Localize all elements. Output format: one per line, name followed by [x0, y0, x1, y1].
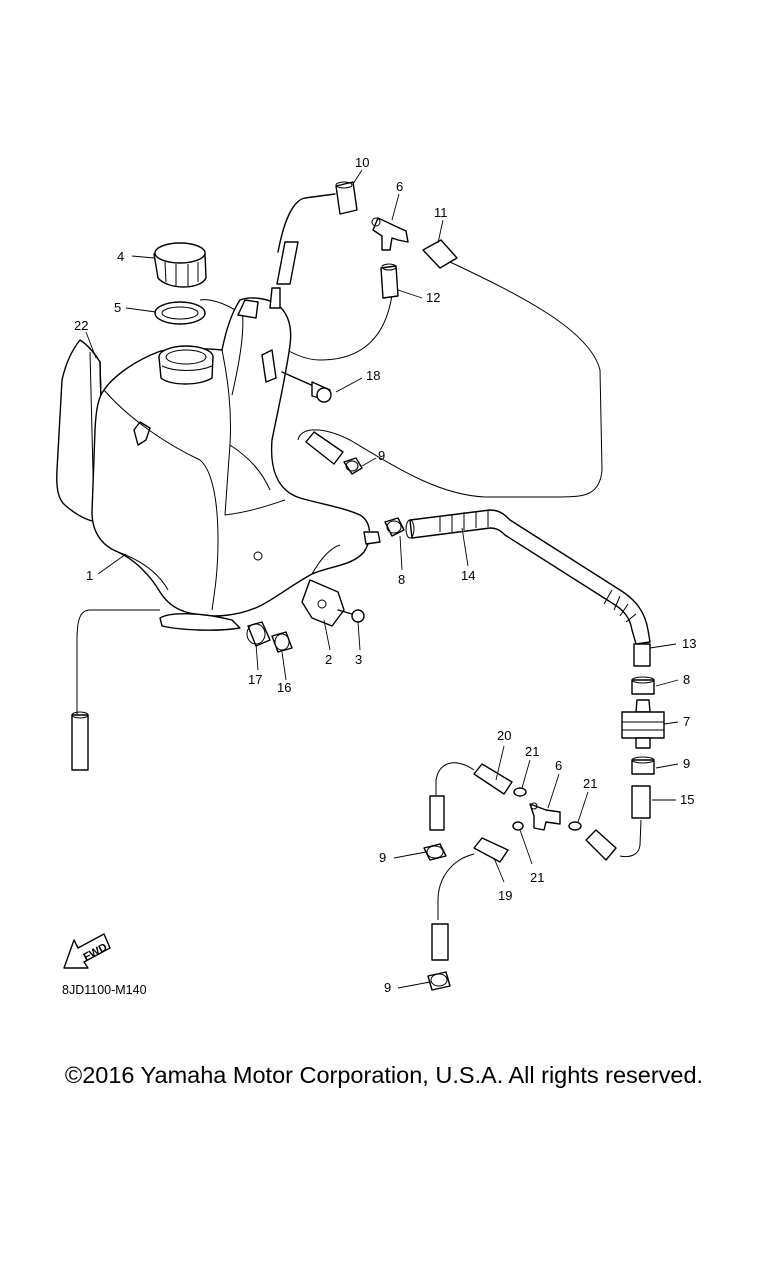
vent-hose-segment — [276, 241, 299, 285]
clamp-8-upper — [384, 517, 405, 537]
callout-6-lower: 6 — [555, 758, 562, 773]
clip-21-top — [513, 787, 527, 797]
hose-13 — [633, 643, 651, 667]
hose-19 — [473, 837, 509, 863]
callout-16: 16 — [277, 680, 291, 695]
callout-4: 4 — [117, 249, 124, 264]
t-joint-6-top — [371, 217, 409, 251]
clip-21-lower — [512, 821, 524, 831]
hose-11 — [422, 239, 458, 269]
hose-bottom-vertical — [431, 923, 449, 961]
callout-12: 12 — [426, 290, 440, 305]
bracket-2 — [301, 579, 345, 627]
callout-19: 19 — [498, 888, 512, 903]
diagram-code: 8JD1100-M140 — [62, 983, 147, 997]
screw-3 — [337, 609, 365, 623]
fuel-hose-14 — [405, 509, 651, 645]
hose-20 — [473, 763, 513, 795]
drain-hose-left — [71, 711, 89, 771]
fuel-filter-7 — [621, 699, 665, 749]
callout-7: 7 — [683, 714, 690, 729]
hose-left-vertical — [429, 795, 445, 831]
damper-17 — [246, 621, 271, 647]
fwd-arrow-icon: FWD — [63, 933, 111, 969]
callout-14: 14 — [461, 568, 475, 583]
callout-11: 11 — [434, 205, 448, 220]
hose-15 — [631, 785, 651, 819]
copyright-notice: ©2016 Yamaha Motor Corporation, U.S.A. A… — [64, 1062, 704, 1088]
callout-8-lower: 8 — [683, 672, 690, 687]
callout-9-filter: 9 — [683, 756, 690, 771]
callout-9-lower-left: 9 — [379, 850, 386, 865]
callout-9-upper: 9 — [378, 448, 385, 463]
t-joint-6-lower — [529, 802, 561, 831]
clamp-9-bottom — [427, 971, 451, 991]
callout-6-top: 6 — [396, 179, 403, 194]
clamp-8-lower — [631, 676, 655, 695]
fuel-tank-1 — [91, 287, 381, 631]
callout-17: 17 — [248, 672, 262, 687]
callout-leaders — [85, 169, 679, 989]
clamp-9-lower-left — [423, 843, 447, 861]
callout-8-upper: 8 — [398, 572, 405, 587]
callout-13: 13 — [682, 636, 696, 651]
callout-9-bottom: 9 — [384, 980, 391, 995]
callout-10: 10 — [355, 155, 369, 170]
callout-5: 5 — [114, 300, 121, 315]
clamp-9-upper — [343, 457, 363, 475]
callout-22: 22 — [74, 318, 88, 333]
callout-15: 15 — [680, 792, 694, 807]
collar-16 — [271, 631, 293, 653]
callout-labels: 10 6 11 4 5 22 12 18 9 8 14 1 2 3 17 16 … — [74, 155, 696, 995]
callout-3: 3 — [355, 652, 362, 667]
hose-10 — [335, 181, 358, 215]
clamp-9-filter — [631, 756, 655, 775]
tank-cap-4 — [153, 242, 207, 288]
hose-12 — [380, 263, 399, 299]
hose-to-filter — [585, 829, 617, 861]
callout-21-right: 21 — [583, 776, 597, 791]
callout-20: 20 — [497, 728, 511, 743]
bolt-18 — [281, 371, 332, 403]
callout-18: 18 — [366, 368, 380, 383]
callout-21-lower: 21 — [530, 870, 544, 885]
callout-1: 1 — [86, 568, 93, 583]
cap-gasket-5 — [154, 301, 206, 325]
callout-2: 2 — [325, 652, 332, 667]
return-hose-segment — [305, 431, 344, 465]
clip-21-right — [568, 821, 582, 831]
callout-21-top: 21 — [525, 744, 539, 759]
